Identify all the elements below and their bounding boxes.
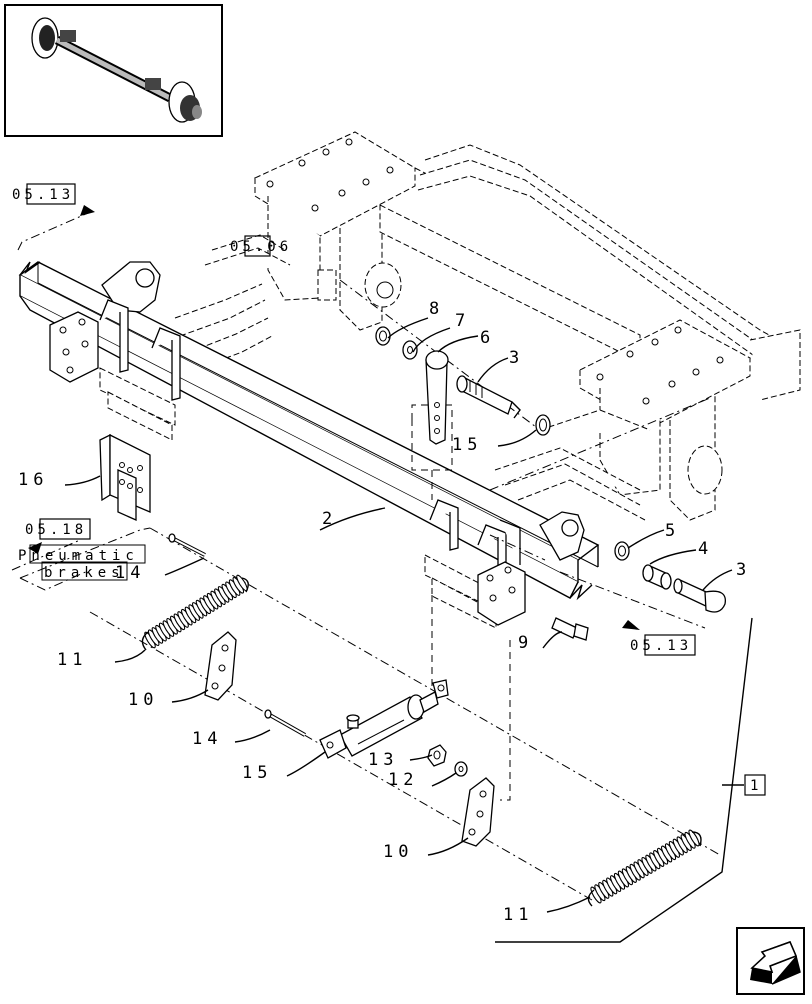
label-6[interactable]: 6 — [480, 328, 495, 348]
washer-7[interactable] — [402, 340, 418, 360]
navigate-back-button[interactable] — [736, 927, 805, 995]
bracket-10-upper[interactable] — [204, 631, 237, 701]
axle-thumbnail[interactable] — [4, 4, 223, 137]
ref-code-mid: 05.06 — [230, 239, 292, 255]
pin-14-lower[interactable] — [264, 709, 306, 737]
label-13[interactable]: 13 — [368, 750, 398, 770]
hardware-lower — [141, 533, 702, 907]
part-labels: 8 7 6 3 15 16 2 5 4 3 14 9 11 10 14 15 1… — [18, 299, 751, 925]
camshaft-3-upper[interactable] — [456, 375, 521, 419]
ref-code-left: 05.18 — [25, 522, 87, 538]
ref-code-top: 05.13 — [12, 187, 74, 203]
brake-cylinder-15[interactable] — [319, 679, 449, 759]
hardware-upper — [99, 326, 726, 641]
axle-tube[interactable] — [18, 261, 600, 626]
label-15-lower[interactable]: 15 — [242, 763, 272, 783]
label-10-lower[interactable]: 10 — [383, 842, 413, 862]
label-10-upper[interactable]: 10 — [128, 690, 158, 710]
group-bracket-1 — [495, 617, 753, 943]
bolt-9[interactable] — [551, 617, 589, 641]
camshaft-3-lower[interactable] — [673, 578, 726, 613]
spring-11-left[interactable] — [141, 574, 249, 651]
label-14-lower[interactable]: 14 — [192, 729, 222, 749]
washer-12[interactable] — [454, 761, 468, 777]
ref-05-06[interactable]: 05.06 — [230, 235, 292, 257]
label-2[interactable]: 2 — [322, 509, 337, 529]
chassis-background — [99, 131, 801, 629]
ref-05-13-right[interactable]: 05.13 — [622, 620, 696, 656]
circlip-8[interactable] — [375, 326, 391, 346]
lever-6[interactable] — [425, 350, 449, 445]
label-3-upper[interactable]: 3 — [509, 348, 524, 368]
label-4[interactable]: 4 — [698, 539, 713, 559]
ref-05-18[interactable]: 05.18 Pneumatic brakes — [18, 518, 146, 581]
group-ref-box[interactable]: 1 — [744, 774, 766, 796]
arrow-down-left-icon — [750, 941, 801, 985]
label-14-upper[interactable]: 14 — [115, 563, 145, 583]
label-9[interactable]: 9 — [518, 633, 533, 653]
label-7[interactable]: 7 — [455, 311, 470, 331]
group-number: 1 — [750, 778, 762, 794]
label-12[interactable]: 12 — [388, 770, 418, 790]
label-16[interactable]: 16 — [18, 470, 48, 490]
spring-11-right[interactable] — [587, 829, 702, 907]
bracket-10-lower[interactable] — [461, 777, 495, 847]
circlip-upper-right[interactable] — [535, 414, 551, 436]
leader-lines — [64, 317, 733, 913]
note-line-1: Pneumatic — [18, 548, 139, 564]
ref-code-right: 05.13 — [630, 638, 692, 654]
bush-4[interactable] — [642, 564, 672, 590]
label-3-lower[interactable]: 3 — [736, 560, 751, 580]
label-8[interactable]: 8 — [429, 299, 444, 319]
ref-05-13-top[interactable]: 05.13 — [12, 183, 95, 216]
nut-13[interactable] — [427, 744, 447, 767]
bracket-16[interactable] — [99, 433, 151, 522]
circlip-5[interactable] — [614, 541, 630, 561]
label-5[interactable]: 5 — [665, 521, 680, 541]
label-11-right[interactable]: 11 — [503, 905, 533, 925]
label-11-left[interactable]: 11 — [57, 650, 87, 670]
note-line-2: brakes — [44, 565, 125, 581]
label-15-upper[interactable]: 15 — [452, 435, 482, 455]
pin-14-upper[interactable] — [168, 533, 206, 557]
